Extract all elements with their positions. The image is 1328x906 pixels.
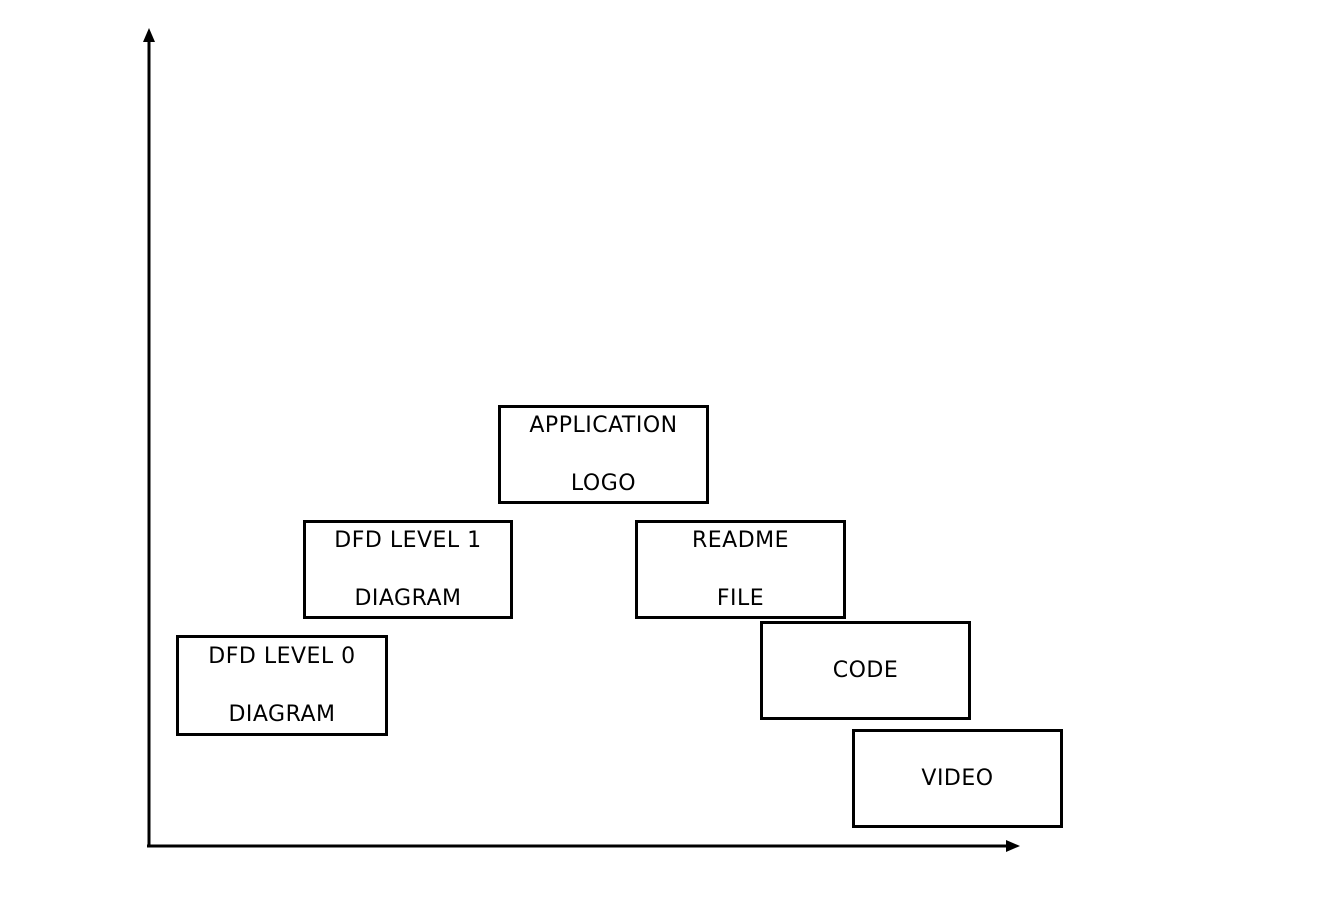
code-label-line1: CODE — [832, 658, 899, 683]
video-label: VIDEO — [921, 735, 993, 822]
dfd-level-0-diagram-box: DFD LEVEL 0 DIAGRAM — [176, 635, 388, 736]
readme-file-label: README FILE — [692, 497, 789, 642]
video-label-line1: VIDEO — [921, 766, 994, 791]
dfd-level-1-label: DFD LEVEL 1 DIAGRAM — [334, 497, 481, 642]
readme-file-box: README FILE — [635, 520, 846, 619]
dfd-level-0-label: DFD LEVEL 0 DIAGRAM — [208, 613, 355, 758]
x-axis-arrowhead — [1006, 840, 1020, 852]
dfd-level-0-label-line2: DIAGRAM — [228, 702, 336, 727]
application-logo-label: APPLICATION LOGO — [529, 382, 677, 527]
dfd-level-0-label-line1: DFD LEVEL 0 — [208, 644, 356, 669]
code-box: CODE — [760, 621, 971, 720]
readme-file-label-line2: FILE — [716, 586, 765, 611]
dfd-level-1-label-line2: DIAGRAM — [354, 586, 462, 611]
application-logo-label-line1: APPLICATION — [529, 413, 678, 438]
code-label: CODE — [833, 627, 899, 714]
dfd-level-1-diagram-box: DFD LEVEL 1 DIAGRAM — [303, 520, 513, 619]
video-box: VIDEO — [852, 729, 1063, 828]
readme-file-label-line1: README — [691, 528, 790, 553]
application-logo-label-line2: LOGO — [570, 471, 637, 496]
y-axis-arrowhead — [143, 28, 155, 42]
application-logo-box: APPLICATION LOGO — [498, 405, 709, 504]
dfd-level-1-label-line1: DFD LEVEL 1 — [334, 528, 482, 553]
